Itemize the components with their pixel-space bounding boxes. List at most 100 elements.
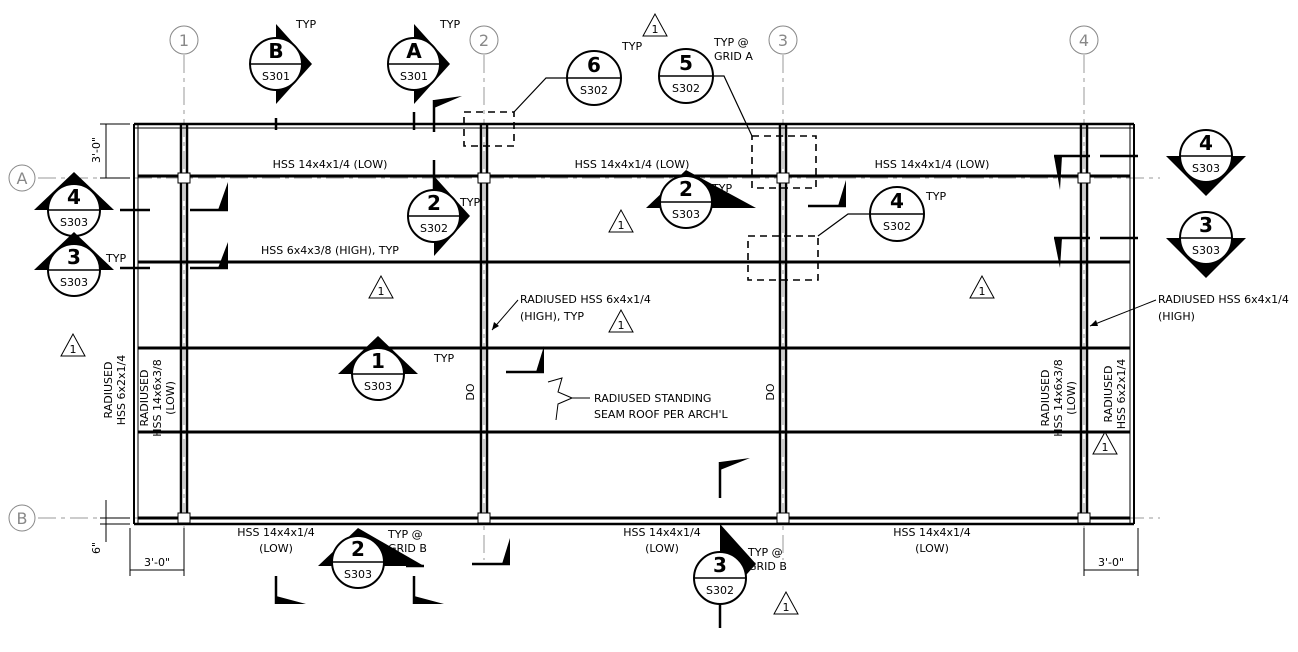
svg-text:S303: S303 bbox=[672, 208, 700, 221]
svg-text:1: 1 bbox=[378, 285, 385, 298]
svg-text:3: 3 bbox=[713, 553, 727, 577]
beam-label-grid-b-2b: (LOW) bbox=[645, 542, 679, 555]
section-marker-4-s303-right[interactable]: 4 S303 bbox=[1166, 129, 1246, 196]
svg-text:2: 2 bbox=[479, 31, 489, 50]
grid-bubble-4: 4 bbox=[1069, 25, 1099, 55]
svg-text:S302: S302 bbox=[672, 82, 700, 95]
section-cut-lines bbox=[120, 96, 1138, 628]
section-marker-3-s302-bottom[interactable]: 3 S302 TYP @ GRID B bbox=[693, 524, 787, 605]
dimension-bottom-left: 6" bbox=[90, 500, 130, 554]
svg-text:A: A bbox=[406, 39, 422, 63]
beam-label-grid-b-3a: HSS 14x4x1/4 bbox=[893, 526, 970, 539]
svg-text:S303: S303 bbox=[60, 216, 88, 229]
svg-text:1: 1 bbox=[371, 349, 385, 373]
svg-text:RADIUSED: RADIUSED bbox=[138, 370, 151, 427]
svg-text:1: 1 bbox=[1102, 441, 1109, 454]
section-marker-2-s303-bottom[interactable]: 2 S303 TYP @ GRID B bbox=[318, 528, 427, 589]
svg-text:1: 1 bbox=[179, 31, 189, 50]
svg-text:TYP: TYP bbox=[433, 352, 454, 365]
svg-text:RADIUSED: RADIUSED bbox=[1039, 370, 1052, 427]
section-marker-2-s302[interactable]: 2 S302 TYP bbox=[407, 176, 480, 256]
svg-text:S302: S302 bbox=[580, 84, 608, 97]
svg-text:1: 1 bbox=[652, 23, 659, 36]
detail-marker-4-s302[interactable]: 4 S302 TYP bbox=[747, 186, 946, 281]
svg-text:TYP @: TYP @ bbox=[713, 36, 749, 49]
svg-text:3: 3 bbox=[1199, 213, 1213, 237]
revision-delta-icon: 1 bbox=[969, 274, 995, 299]
grid-bubble-1: 1 bbox=[169, 25, 199, 55]
dimension-top-left: 3'-0" bbox=[90, 123, 130, 179]
svg-text:S303: S303 bbox=[60, 276, 88, 289]
dimension-bottom-span-left: 3'-0" bbox=[129, 528, 185, 576]
detail-marker-6-s302[interactable]: 6 S302 TYP bbox=[463, 40, 642, 147]
section-marker-b-s301[interactable]: B S301 TYP bbox=[249, 18, 316, 104]
detail-marker-5-s302[interactable]: 5 S302 TYP @ GRID A bbox=[658, 36, 817, 189]
note-vert-left-inner: RADIUSED HSS 14x6x3/8 (LOW) bbox=[138, 359, 177, 436]
svg-text:3'-0": 3'-0" bbox=[144, 556, 170, 569]
svg-text:RADIUSED HSS 6x4x1/4: RADIUSED HSS 6x4x1/4 bbox=[520, 293, 651, 306]
svg-text:TYP: TYP bbox=[621, 40, 642, 53]
svg-text:HSS 6x2x1/4: HSS 6x2x1/4 bbox=[1115, 359, 1128, 429]
svg-text:4: 4 bbox=[1079, 31, 1089, 50]
section-marker-3-s303-left[interactable]: 3 S303 TYP bbox=[34, 232, 126, 297]
grid-lines bbox=[38, 55, 1160, 560]
revision-delta-icon: 1 bbox=[368, 274, 394, 299]
beam-label-grid-a-2: HSS 14x4x1/4 (LOW) bbox=[575, 158, 690, 171]
note-vert-right-outer: RADIUSED HSS 6x2x1/4 bbox=[1102, 359, 1128, 429]
svg-text:3'-0": 3'-0" bbox=[1098, 556, 1124, 569]
svg-text:3: 3 bbox=[778, 31, 788, 50]
grid-bubble-a: A bbox=[8, 164, 36, 192]
note-roof: RADIUSED STANDING SEAM ROOF PER ARCH'L bbox=[547, 377, 729, 421]
section-marker-3-s303-right[interactable]: 3 S303 bbox=[1166, 211, 1246, 278]
svg-text:S302: S302 bbox=[883, 220, 911, 233]
svg-text:4: 4 bbox=[67, 185, 81, 209]
svg-text:RADIUSED STANDING: RADIUSED STANDING bbox=[594, 392, 711, 405]
grid-bubble-3: 3 bbox=[768, 25, 798, 55]
svg-text:S302: S302 bbox=[706, 584, 734, 597]
revision-delta-icon: 1 bbox=[1092, 430, 1118, 455]
beam-label-grid-a-1: HSS 14x4x1/4 (LOW) bbox=[273, 158, 388, 171]
beam-label-grid-a-3: HSS 14x4x1/4 (LOW) bbox=[875, 158, 990, 171]
svg-text:TYP: TYP bbox=[439, 18, 460, 31]
svg-text:RADIUSED: RADIUSED bbox=[1102, 366, 1115, 423]
beam-label-grid-b-1a: HSS 14x4x1/4 bbox=[237, 526, 314, 539]
revision-deltas: 1 1 1 1 1 1 1 1 bbox=[60, 12, 1118, 615]
svg-text:TYP: TYP bbox=[925, 190, 946, 203]
svg-text:4: 4 bbox=[890, 189, 904, 213]
svg-text:RADIUSED HSS 6x4x1/4: RADIUSED HSS 6x4x1/4 bbox=[1158, 293, 1289, 306]
beam-label-grid-b-3b: (LOW) bbox=[915, 542, 949, 555]
svg-text:SEAM ROOF PER ARCH'L: SEAM ROOF PER ARCH'L bbox=[594, 408, 729, 421]
svg-text:(HIGH), TYP: (HIGH), TYP bbox=[520, 310, 584, 323]
svg-text:TYP: TYP bbox=[711, 182, 732, 195]
svg-text:(LOW): (LOW) bbox=[164, 381, 177, 415]
section-marker-a-s301[interactable]: A S301 TYP bbox=[387, 18, 460, 104]
svg-text:1: 1 bbox=[70, 343, 77, 356]
svg-text:S301: S301 bbox=[400, 70, 428, 83]
grid-bubble-b: B bbox=[8, 504, 36, 532]
svg-text:S303: S303 bbox=[344, 568, 372, 581]
svg-text:2: 2 bbox=[351, 537, 365, 561]
revision-delta-icon: 1 bbox=[60, 332, 86, 357]
svg-text:1: 1 bbox=[618, 319, 625, 332]
svg-text:B: B bbox=[268, 39, 283, 63]
svg-text:6: 6 bbox=[587, 53, 601, 77]
revision-delta-icon: 1 bbox=[608, 308, 634, 333]
svg-text:GRID A: GRID A bbox=[714, 50, 753, 63]
note-do-left: DO bbox=[464, 383, 477, 400]
section-marker-2-s303-mid[interactable]: 2 S303 TYP bbox=[646, 170, 756, 229]
svg-text:4: 4 bbox=[1199, 131, 1213, 155]
svg-text:S303: S303 bbox=[1192, 162, 1220, 175]
svg-text:(LOW): (LOW) bbox=[1065, 381, 1078, 415]
section-marker-4-s303-left[interactable]: 4 S303 bbox=[34, 172, 114, 237]
svg-text:S303: S303 bbox=[1192, 244, 1220, 257]
revision-delta-icon: 1 bbox=[608, 208, 634, 233]
section-marker-1-s303[interactable]: 1 S303 TYP bbox=[338, 336, 454, 401]
svg-text:B: B bbox=[17, 509, 28, 528]
svg-text:GRID B: GRID B bbox=[748, 560, 787, 573]
note-vert-left-outer: RADIUSED HSS 6x2x1/4 bbox=[102, 355, 128, 425]
svg-text:TYP: TYP bbox=[105, 252, 126, 265]
svg-text:HSS 14x6x3/8: HSS 14x6x3/8 bbox=[151, 359, 164, 436]
svg-text:3: 3 bbox=[67, 245, 81, 269]
svg-text:1: 1 bbox=[618, 219, 625, 232]
